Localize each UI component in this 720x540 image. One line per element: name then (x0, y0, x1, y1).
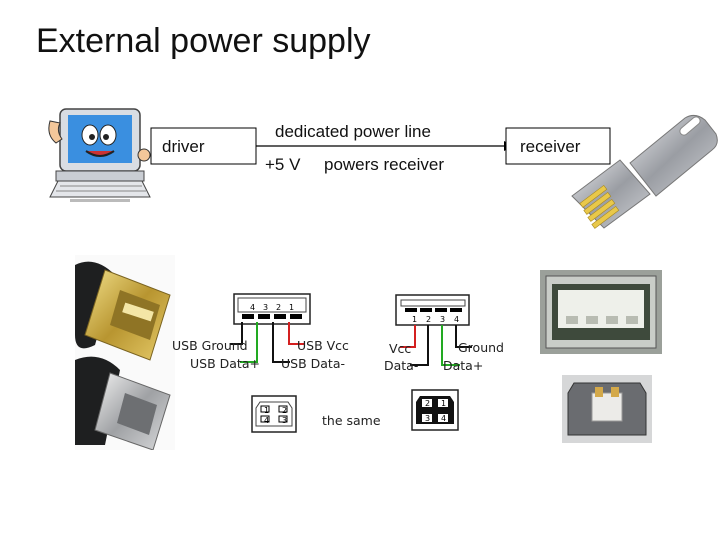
voltage-label: +5 V (265, 155, 301, 174)
data-minus-label: Data- (384, 358, 419, 373)
usb-data-plus-label: USB Data+ (190, 356, 260, 371)
receiver-box (505, 127, 611, 165)
data-plus-label: Data+ (443, 358, 484, 373)
socket-pin-4: 4 (454, 315, 460, 324)
pin-4: 4 (250, 303, 256, 312)
computer-clipart (48, 108, 151, 202)
usb-a-plug-diagram (233, 293, 311, 325)
vcc-label: Vcc (389, 341, 412, 356)
usb-a-socket-photo (540, 270, 662, 354)
socket-pin-1: 1 (412, 315, 418, 324)
b-pin-4: 4 (264, 416, 270, 425)
ground-label: Ground (458, 340, 504, 355)
usb-b-socket-photo (562, 375, 652, 443)
usb-ground-label: USB Ground (172, 338, 248, 353)
right-wires (400, 325, 472, 366)
driver-label: driver (162, 137, 205, 156)
receiver-label: receiver (520, 137, 581, 156)
bs-pin-3: 3 (425, 414, 431, 423)
the-same-label: the same (322, 413, 381, 428)
socket-pin-3: 3 (440, 315, 446, 324)
dedicated-line-label: dedicated power line (275, 122, 431, 141)
b-pin-3: 3 (282, 416, 288, 425)
pin-2: 2 (276, 303, 282, 312)
slide-title: External power supply (36, 22, 371, 60)
left-wires (230, 322, 305, 363)
b-pin-2: 2 (282, 406, 288, 415)
pin-1: 1 (289, 303, 295, 312)
usb-a-socket-diagram (395, 294, 470, 326)
bs-pin-2: 2 (425, 399, 431, 408)
usb-data-minus-label: USB Data- (281, 356, 345, 371)
b-pin-1: 1 (264, 406, 270, 415)
powers-receiver-label: powers receiver (324, 155, 444, 174)
usb-key-device (571, 114, 718, 229)
bs-pin-4: 4 (441, 414, 447, 423)
usb-cable-photo (75, 255, 175, 450)
usb-b-socket-diagram (411, 389, 459, 431)
usb-b-plug-diagram (251, 395, 297, 433)
usb-vcc-label: USB Vcc (297, 338, 349, 353)
bs-pin-1: 1 (441, 399, 447, 408)
pin-3: 3 (263, 303, 269, 312)
socket-pin-2: 2 (426, 315, 432, 324)
